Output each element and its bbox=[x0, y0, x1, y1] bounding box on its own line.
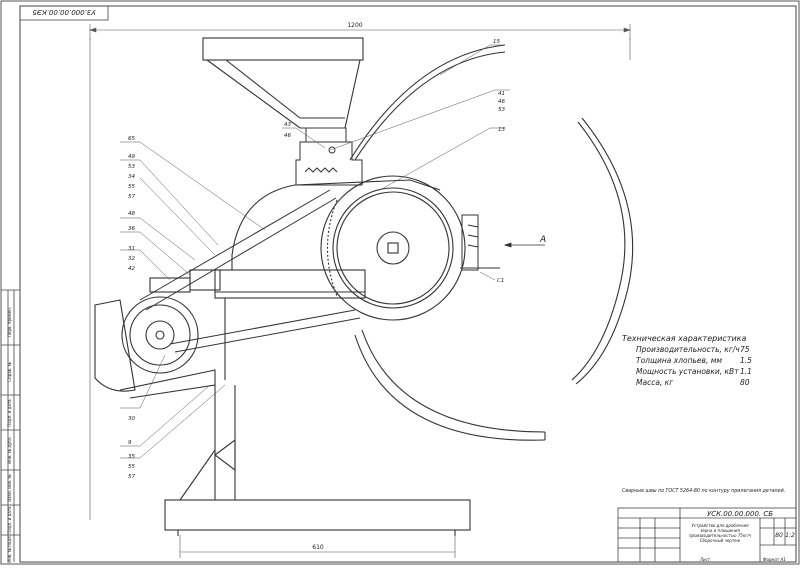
callout-48: 48 bbox=[128, 211, 135, 217]
spec-value-1: 75 bbox=[740, 345, 750, 354]
callout-9: 9 bbox=[128, 440, 132, 446]
callout-c1: С1 bbox=[497, 278, 504, 284]
feeder-housing bbox=[295, 127, 363, 186]
callouts-left: 65 49 53 34 55 57 48 36 31 32 42 30 9 35… bbox=[128, 136, 135, 480]
frame-legs bbox=[164, 385, 471, 536]
drawing-frame bbox=[19, 5, 797, 563]
motor-assembly bbox=[94, 269, 221, 399]
callout-57: 57 bbox=[128, 194, 135, 200]
left-sidebar: Перв. примен. Справ. № Подп. и дата Инв.… bbox=[1, 289, 20, 563]
weld-note: Сварные швы по ГОСТ 5264-80 по контуру п… bbox=[622, 488, 785, 494]
callout-53b: 53 bbox=[498, 107, 505, 113]
title-name-3: производительностью 75кг/ч bbox=[689, 533, 752, 538]
view-label: А bbox=[539, 235, 546, 245]
callout-30: 30 bbox=[128, 416, 135, 422]
sidebar-label-2: Справ. № bbox=[7, 362, 12, 381]
title-name-4: Сборочный чертеж bbox=[700, 538, 741, 543]
sidebar-label-6: Подп. и дата bbox=[7, 506, 12, 534]
dimension-base-label: 610 bbox=[312, 544, 324, 551]
hopper bbox=[202, 37, 364, 129]
callout-32: 32 bbox=[128, 256, 135, 262]
dimension-base bbox=[179, 535, 456, 558]
callout-15: 15 bbox=[493, 39, 500, 45]
sidebar-label-3: Подп. и дата bbox=[7, 399, 12, 427]
callout-46: 46 bbox=[284, 133, 291, 139]
callout-55b: 55 bbox=[128, 464, 135, 470]
large-pulley bbox=[320, 175, 466, 321]
spec-value-3: 1.1 bbox=[740, 367, 752, 376]
title-block bbox=[617, 507, 797, 563]
spec-label-4: Масса, кг bbox=[636, 378, 673, 387]
title-format: Формат А1 bbox=[763, 557, 786, 562]
technical-specs: Техническая характеристика Производитель… bbox=[622, 334, 752, 387]
sidebar-label-5: Взам. инв. № bbox=[7, 474, 12, 501]
stamp-code: УЗ.000.00.00.КЭ5 bbox=[32, 8, 96, 16]
callout-36: 36 bbox=[128, 226, 135, 232]
title-name-1: Устройство для дробления bbox=[691, 523, 749, 528]
callout-34: 34 bbox=[128, 174, 135, 180]
v-belts bbox=[139, 189, 361, 353]
title-scale: 1:2 bbox=[785, 532, 795, 539]
belt-guard-arc bbox=[349, 44, 634, 441]
callout-57b: 57 bbox=[128, 474, 135, 480]
title-mass: 80 bbox=[775, 532, 783, 539]
callout-49: 49 bbox=[128, 154, 135, 160]
callout-43: 43 bbox=[284, 122, 291, 128]
callout-42: 42 bbox=[128, 266, 135, 272]
leader-lines bbox=[120, 44, 510, 459]
sidebar-label-1: Перв. примен. bbox=[7, 307, 12, 337]
top-left-stamp: УЗ.000.00.00.КЭ5 bbox=[19, 5, 109, 21]
tension-bracket bbox=[460, 214, 500, 271]
dimension-width bbox=[89, 24, 631, 520]
spec-value-2: 1.5 bbox=[740, 356, 752, 365]
callout-13: 13 bbox=[498, 127, 505, 133]
sidebar-label-4: Инв. № дубл. bbox=[7, 436, 12, 463]
callout-53: 53 bbox=[128, 164, 135, 170]
callout-65: 65 bbox=[128, 136, 135, 142]
callouts-top: 43 46 41 46 53 15 13 С1 bbox=[284, 39, 505, 284]
spec-label-3: Мощность установки, кВт bbox=[636, 367, 739, 376]
callout-41: 41 bbox=[498, 91, 505, 97]
title-name-2: зерна и плющения bbox=[700, 528, 740, 533]
dimension-width-label: 1200 bbox=[347, 22, 362, 29]
callout-55: 55 bbox=[128, 184, 135, 190]
callout-46b: 46 bbox=[498, 99, 505, 105]
spec-label-2: Толщина хлопьев, мм bbox=[636, 356, 722, 365]
spec-value-4: 80 bbox=[740, 378, 750, 387]
callout-35: 35 bbox=[128, 454, 135, 460]
callout-31: 31 bbox=[128, 246, 135, 252]
title-sheet: Лист bbox=[699, 557, 711, 562]
view-arrow bbox=[503, 242, 545, 248]
sidebar-label-7: Инв. № подл. bbox=[7, 535, 12, 563]
spec-label-1: Производительность, кг/ч bbox=[636, 345, 740, 354]
title-designation: УСК.00.00.000. СБ bbox=[707, 510, 773, 518]
machine-body bbox=[214, 179, 441, 380]
specs-title: Техническая характеристика bbox=[622, 334, 747, 343]
